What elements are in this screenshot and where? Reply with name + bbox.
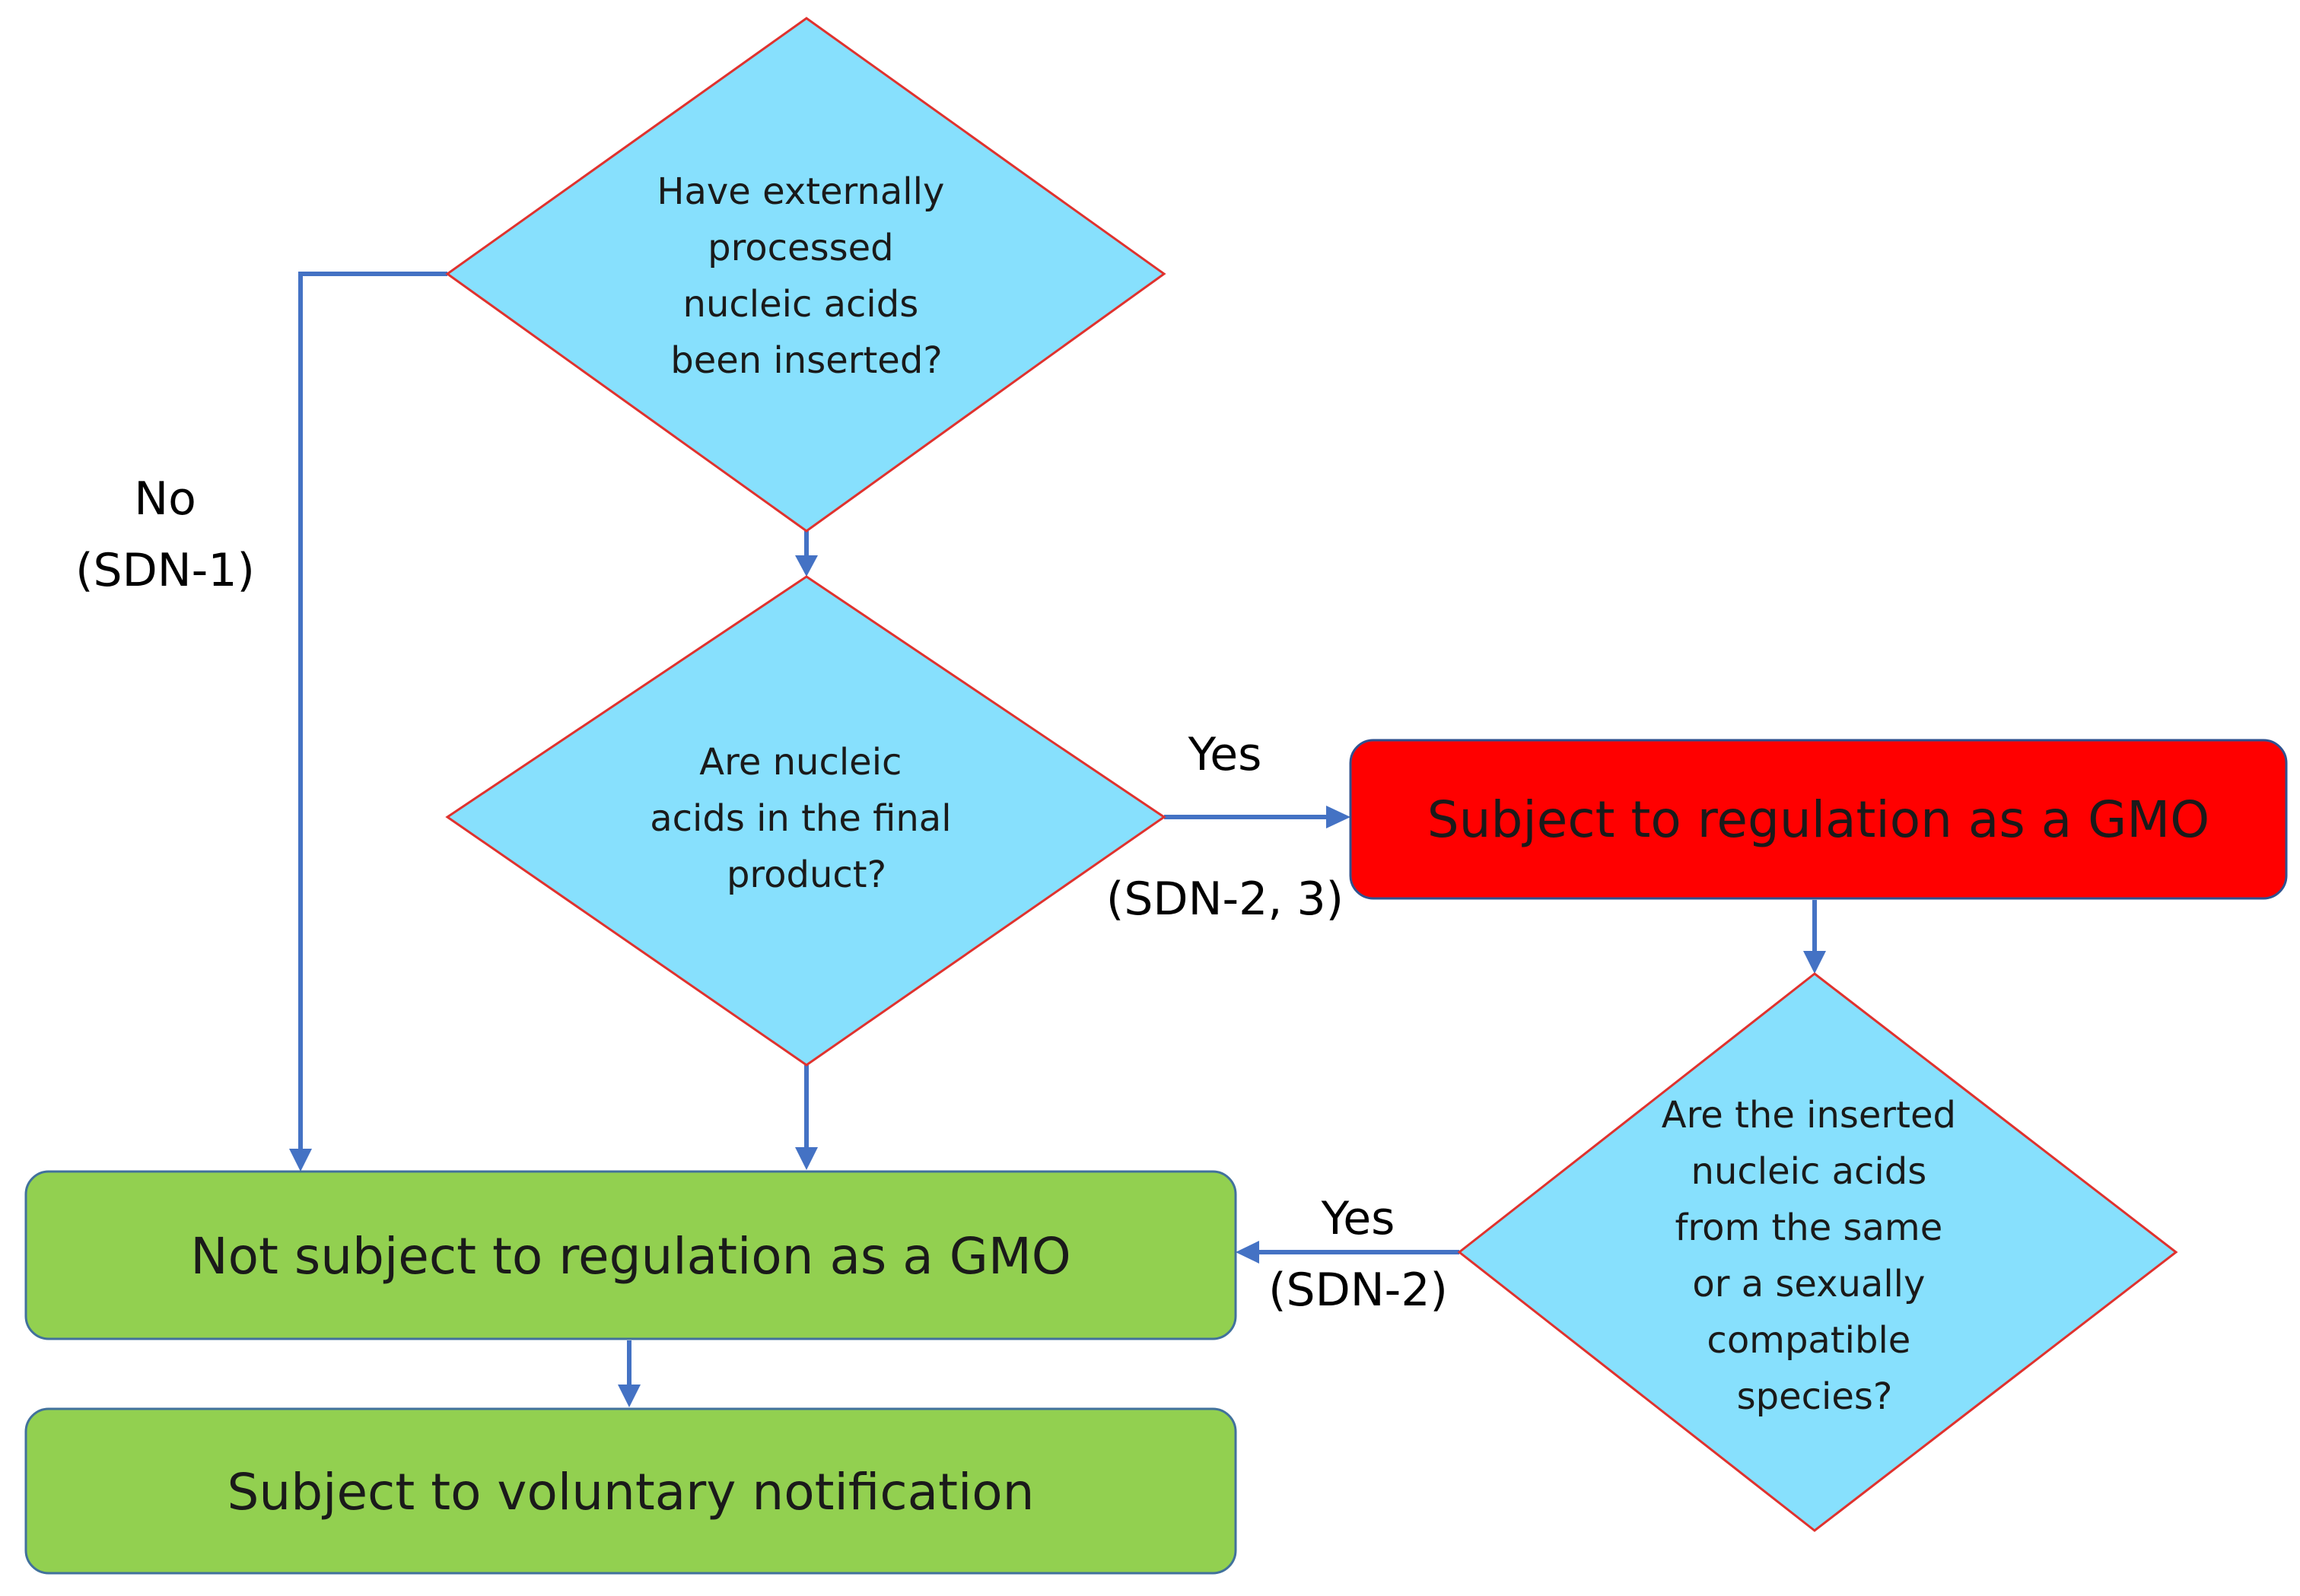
decision-text-line: Have externally: [657, 170, 944, 213]
regulated-box-label: Subject to regulation as a GMO: [1427, 790, 2209, 849]
connector-q1-to-not-gmo: [298, 272, 447, 1152]
voluntary-box-label: Subject to voluntary notification: [227, 1463, 1034, 1521]
edge-label-line: (SDN-1): [75, 544, 255, 597]
decision-text-line: from the same: [1675, 1207, 1943, 1249]
regulated-box-shape: [1349, 739, 2288, 900]
arrow-head-into-not-gmo-center: [795, 1147, 818, 1170]
decision-text-line: Are the inserted: [1662, 1094, 1956, 1137]
decision-nucleic-acids-in-final-product: Are nucleic acids in the final product?: [445, 575, 1166, 1067]
not-gmo-box-shape: [24, 1170, 1237, 1340]
gmo-regulated-box: Subject to regulation as a GMO: [1349, 739, 2288, 900]
voluntary-notification-box: Subject to voluntary notification: [24, 1407, 1237, 1575]
not-gmo-box: Not subject to regulation as a GMO: [24, 1170, 1237, 1340]
arrow-head-into-gmo: [1326, 806, 1350, 828]
edge-label-yes-sdn23: Yes (SDN-2, 3): [1106, 728, 1344, 926]
decision-text-line: species?: [1737, 1375, 1893, 1418]
decision-text-line: nucleic acids: [683, 283, 919, 326]
decision-same-or-compatible-species: Are the inserted nucleic acids from the …: [1457, 972, 2178, 1532]
decision-text-line: or a sexually: [1692, 1263, 1925, 1305]
arrow-head-into-not-gmo-right: [1236, 1241, 1259, 1264]
edge-label-line: (SDN-2): [1268, 1264, 1448, 1317]
edge-label-line: (SDN-2, 3): [1106, 873, 1344, 926]
arrow-head-into-voluntary: [618, 1385, 641, 1407]
decision-text-line: Are nucleic: [699, 741, 902, 784]
edge-label-line: No: [134, 472, 196, 526]
connectors: [289, 272, 1826, 1407]
decision-diamond: [445, 575, 1166, 1067]
decision-text-line: acids in the final: [650, 797, 951, 840]
decision-text: Are nucleic acids in the final product?: [650, 741, 963, 896]
edge-label-yes-sdn2: Yes (SDN-2): [1268, 1192, 1448, 1317]
decision-text-line: product?: [727, 854, 886, 896]
decision-text-line: been inserted?: [670, 339, 943, 382]
decision-text: Are the inserted nucleic acids from the …: [1662, 1094, 1968, 1418]
decision-text-line: compatible: [1707, 1319, 1910, 1362]
decision-diamond: [445, 17, 1166, 533]
not-gmo-box-label: Not subject to regulation as a GMO: [190, 1227, 1071, 1286]
decision-text-line: nucleic acids: [1691, 1150, 1927, 1193]
decision-text-line: processed: [708, 227, 893, 269]
edge-label-no-sdn1: No (SDN-1): [75, 472, 255, 597]
decision-externally-inserted: Have externally processed nucleic acids …: [445, 17, 1166, 533]
voluntary-box-shape: [24, 1407, 1237, 1575]
arrow-head-into-q2: [795, 555, 818, 577]
edge-label-line: Yes: [1321, 1192, 1395, 1245]
arrow-head-into-q3: [1803, 951, 1826, 974]
edge-label-line: Yes: [1188, 728, 1262, 781]
decision-diamond: [1457, 972, 2178, 1532]
decision-text: Have externally processed nucleic acids …: [657, 170, 956, 382]
arrow-head-into-not-gmo-left: [289, 1149, 312, 1172]
